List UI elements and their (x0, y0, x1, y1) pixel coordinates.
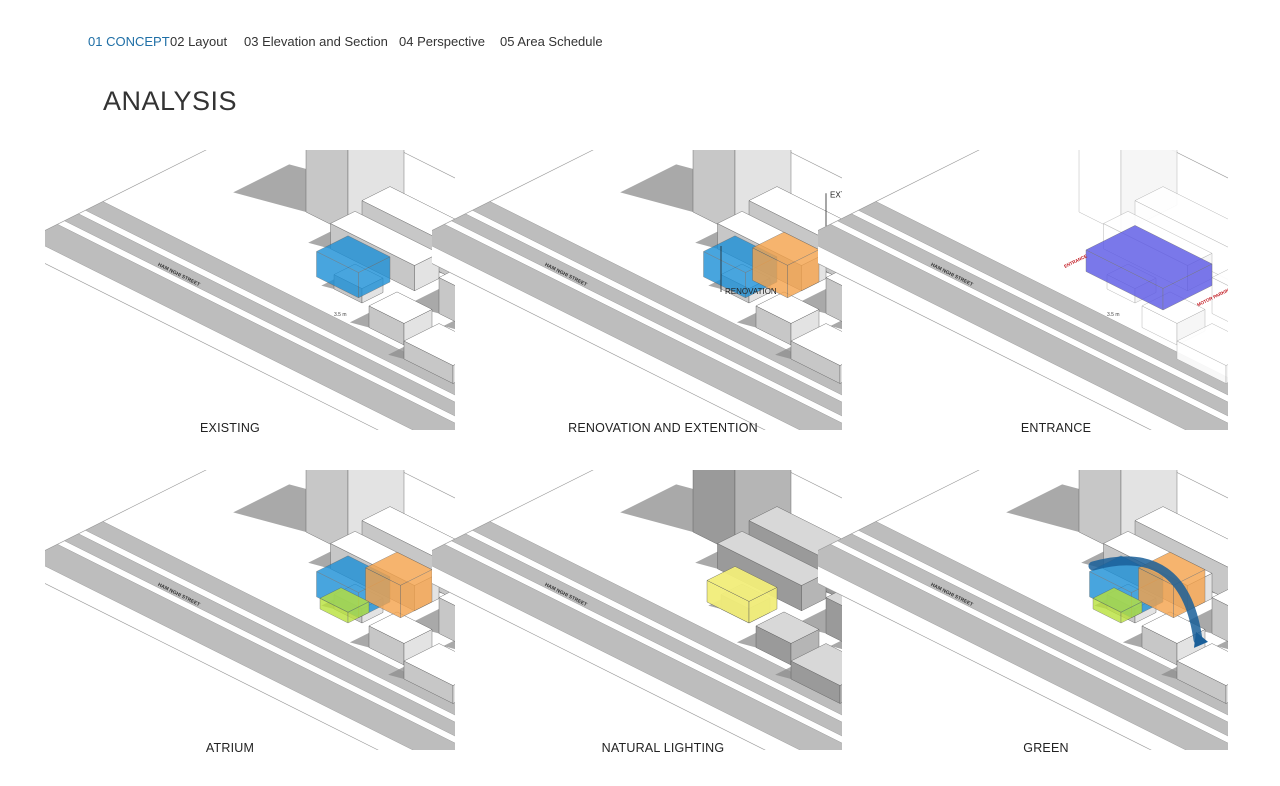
label-extention: EXTENTION (830, 190, 842, 199)
caption-renovation-extention: RENOVATION AND EXTENTION (568, 421, 758, 435)
dimension-label: 3.5 m (1107, 312, 1120, 318)
street-stripe (858, 201, 1228, 396)
green-volume (319, 587, 370, 624)
nav-item-layout[interactable]: 02 Layout (170, 34, 228, 49)
context-building (790, 643, 842, 704)
street-stripe (64, 533, 455, 737)
context-building (403, 323, 455, 384)
diagram-renovation-extention: HAM NGHI STREETEXTENTIONRENOVATION (432, 150, 842, 430)
iso-scene: HAM NGHI STREET (818, 470, 1228, 750)
iso-scene: HAM NGHI STREET (432, 470, 842, 750)
caption-natural-lighting: NATURAL LIGHTING (601, 741, 725, 755)
dimension-label: 3.5 m (334, 312, 347, 318)
street-stripe (85, 521, 455, 716)
cast-shadow (443, 320, 455, 330)
street-stripe (858, 521, 1228, 716)
caption-existing: EXISTING (200, 421, 260, 435)
iso-scene: HAM NGHI STREET (45, 470, 455, 750)
caption-atrium: ATRIUM (205, 741, 255, 755)
context-building (755, 291, 820, 346)
cast-shadow (830, 640, 842, 650)
blue-volume (316, 235, 391, 299)
street-stripe (45, 224, 455, 430)
caption-green: GREEN (1023, 741, 1069, 755)
nav-item-concept[interactable]: 01 CONCEPT (88, 34, 170, 49)
context-building (790, 323, 842, 384)
arrow-head-icon (1194, 631, 1208, 648)
context-building (403, 643, 455, 704)
street-stripe (451, 533, 842, 737)
cast-shadow (1216, 640, 1228, 650)
orange-volume (752, 231, 820, 299)
context-building (1211, 269, 1228, 322)
street-stripe (818, 544, 1228, 750)
nav-item-area-schedule[interactable]: 05 Area Schedule (500, 34, 603, 49)
green-volume (1092, 587, 1143, 624)
context-building (368, 291, 433, 346)
nav-item-perspective[interactable]: 04 Perspective (399, 34, 485, 49)
context-building (717, 531, 827, 612)
yellow-volume (706, 566, 778, 624)
street-stripe (451, 213, 842, 417)
street-stripe (472, 521, 842, 716)
street-stripe (85, 201, 455, 396)
label-renovation: RENOVATION (725, 287, 777, 296)
cast-shadow (830, 320, 842, 330)
street-stripe (837, 213, 1228, 417)
caption-entrance: ENTRANCE (1020, 421, 1092, 435)
context-building (755, 611, 820, 666)
diagram-green: HAM NGHI STREET (818, 470, 1228, 750)
context-building (438, 589, 455, 642)
context-building (1176, 643, 1228, 704)
diagram-atrium: HAM NGHI STREET (45, 470, 455, 750)
street-stripe (432, 224, 842, 430)
air-flow-arrow (1088, 556, 1203, 645)
cast-shadow (443, 640, 455, 650)
nav-item-elevation-section[interactable]: 03 Elevation and Section (244, 34, 388, 49)
iso-scene: HAM NGHI STREETEXTENTIONRENOVATION (432, 150, 842, 430)
purple-volume (1085, 225, 1213, 311)
street-stripe (837, 533, 1228, 737)
context-building (1211, 589, 1228, 642)
street-stripe (64, 213, 455, 417)
street-stripe (45, 544, 455, 750)
street-stripe (432, 544, 842, 750)
street-stripe (818, 224, 1228, 430)
street-stripe (472, 201, 842, 396)
diagram-natural-lighting: HAM NGHI STREET (432, 470, 842, 750)
page-title: ANALYSIS (103, 86, 238, 116)
context-building (368, 611, 433, 666)
context-building (1176, 323, 1228, 384)
